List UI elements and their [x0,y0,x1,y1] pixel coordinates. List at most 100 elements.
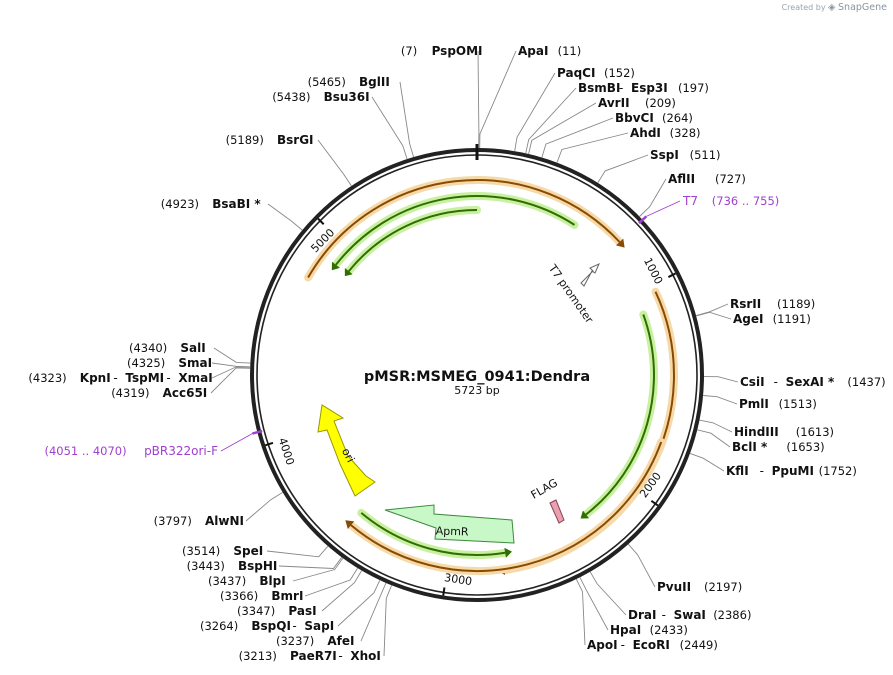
enzyme-separator: - [619,81,623,95]
site-position: (3213) [239,649,277,663]
enzyme-name: Esp3I [631,81,668,95]
enzyme-name: BspHI [238,559,277,573]
site-leader-line [477,50,480,149]
site-leader-line [703,376,739,383]
site-pmli: PmlI(1513) [703,395,817,411]
site-leader-line [267,203,303,231]
site-afei: (3237)AfeI [276,582,387,648]
feature-label-t7-promoter: T7 promoter [545,261,596,326]
site-position: (1191) [773,312,811,326]
enzyme-separator: - [292,619,296,633]
site-leader-line [213,347,251,364]
map-center: pMSR:MSMEG_0941:Dendra 5723 bp [364,369,590,397]
site-position: (7) [401,44,417,58]
enzyme-name: AgeI [733,312,763,326]
enzyme-name: SmaI [178,356,212,370]
enzyme-separator: - [774,375,778,389]
tick-label-3000: 3000 [443,571,473,588]
feature-label-apmr: ApmR [435,524,469,538]
enzyme-name: BsaBI * [212,197,261,211]
site-leader-line [321,570,363,612]
site-leader-line [383,585,393,657]
snapgene-logo-icon: ◈ [828,2,836,13]
cds-right-line [585,314,655,516]
site-pasi: (3347)PasI [237,570,363,618]
ori-arrow [317,404,376,497]
enzyme-name: AlwNI [205,514,244,528]
feature-label-ori: ori [339,446,357,465]
site-position: (209) [645,96,676,110]
site-position: (1437) [847,375,885,389]
site-leader-line [597,154,649,184]
primer-range: (736 .. 755) [712,194,780,208]
site-agei: AgeI (1191) [696,311,811,326]
cds-bottom-arrowhead [504,547,512,558]
site-leader-line [589,571,627,616]
enzyme-name: SexAI * [786,375,835,389]
site-leader-line [479,50,517,149]
site-position: (3366) [220,589,258,603]
site-apoi-ecori: ApoI-EcoRI(2449) [575,578,718,652]
site-bcli: BclI *(1653) [697,429,825,454]
site-bsrgi: (5189)BsrGI [226,133,352,187]
flag-tag-arrow [549,499,565,524]
cds-right-arrowhead [580,510,590,519]
site-leader-line [703,395,738,405]
site-position: (328) [670,126,701,140]
credit-prefix: Created by [781,3,826,12]
enzyme-separator: - [621,638,625,652]
site-position: (3237) [276,634,314,648]
primer-leader-line [646,200,681,217]
site-position: (1653) [786,440,824,454]
site-avrii: AvrII(209) [528,96,676,155]
site-leader-line [528,102,597,155]
enzyme-name: BlpI [259,574,285,588]
credit-brand: SnapGene [838,2,887,13]
t7-promoter-arrow [580,263,600,287]
cds-top-outer-arrowhead [331,261,340,271]
enzyme-name: PaeR7I [290,649,337,663]
site-leader-line [337,580,381,627]
site-position: (11) [558,44,582,58]
enzyme-name: KpnI [80,371,111,385]
cds-top-outer-line [335,195,576,266]
site-bbvci: BbvCI(264) [541,111,693,158]
site-leader-line [292,557,344,582]
enzyme-name: SwaI [674,608,706,622]
site-leader-line [525,87,577,154]
enzyme-separator: - [166,371,170,385]
enzyme-name: SpeI [233,544,263,558]
site-position: (3797) [154,514,192,528]
enzyme-name: ApaI [518,44,548,58]
site-leader-line [697,429,731,448]
enzyme-name: BspQI [251,619,291,633]
site-position: (197) [678,81,709,95]
site-leader-line [399,81,415,158]
site-position: (4319) [111,386,149,400]
site-leader-line [556,132,629,163]
primer-pbr322ori-f: pBR322ori-F(4051 .. 4070) [44,429,263,458]
site-bmri: (3366)BmrI [220,567,358,603]
snapgene-credit: Created by ◈ SnapGene [782,2,887,13]
site-bsmbi-esp3i: BsmBI-Esp3I(197) [525,81,709,154]
enzyme-separator: - [662,608,666,622]
site-position: (1513) [779,397,817,411]
site-leader-line [696,311,732,320]
site-sali: (4340)SalI [129,341,251,364]
site-kfli-ppumi: KflI-PpuMI(1752) [689,452,857,478]
site-position: (4325) [127,356,165,370]
enzyme-name: TspMI [125,371,164,385]
site-acc65i: (4319)Acc65I [111,367,251,400]
site-leader-line [211,362,251,368]
site-leader-line [627,543,656,588]
site-aflii: AflII(727) [639,172,746,217]
site-leader-line [639,178,667,217]
enzyme-name: XhoI [350,649,381,663]
site-leader-line [514,72,556,152]
orf-bottom-arrowhead [345,520,355,529]
site-sspi: SspI(511) [597,148,721,184]
site-leader-line [695,303,729,316]
enzyme-name: BbvCI [615,111,654,125]
site-kpni-tspmi-xmai: (4323)KpnI-TspMI-XmaI [28,366,251,385]
